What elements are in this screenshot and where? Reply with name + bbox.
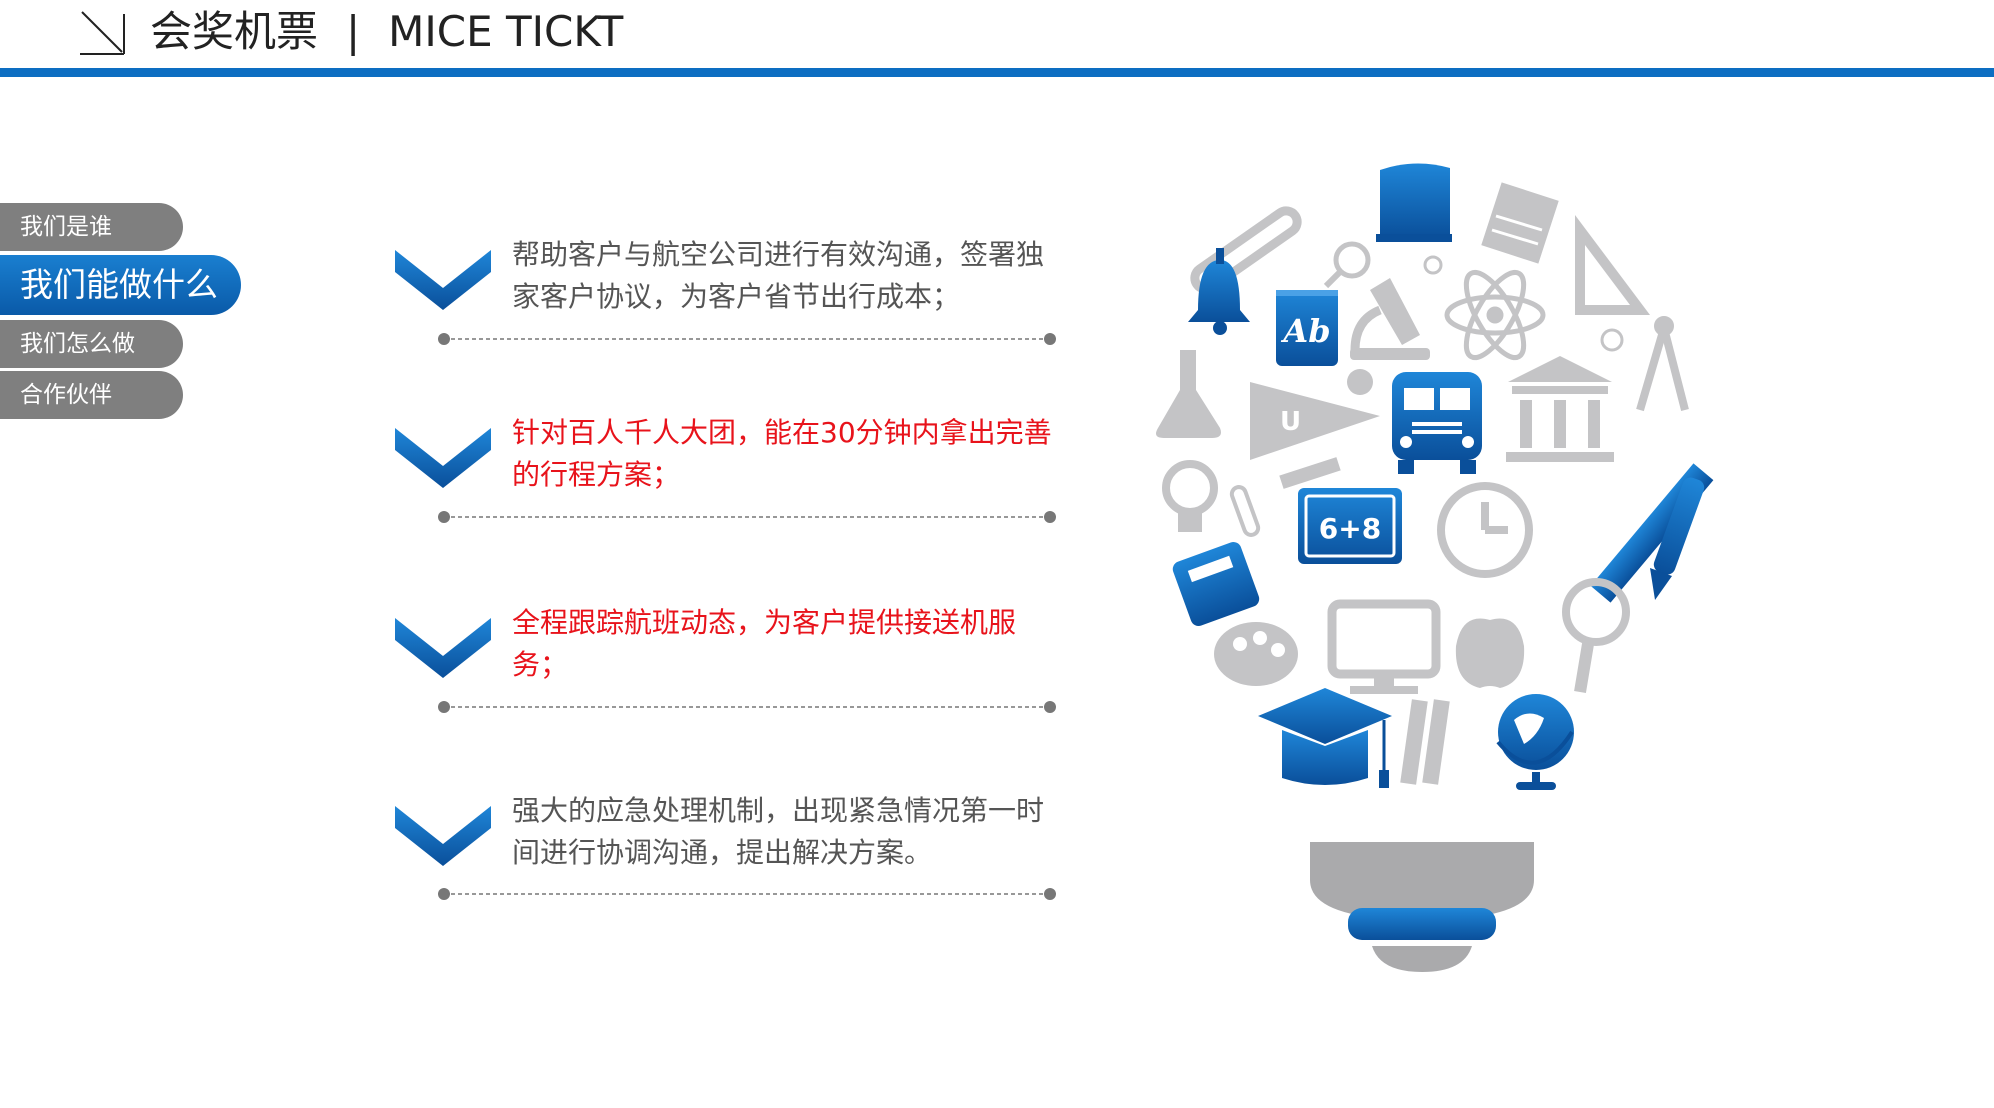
dotted-divider [438, 701, 1056, 713]
feature-text: 帮助客户与航空公司进行有效沟通，签署独家客户协议，为客户省节出行成本； [512, 238, 1045, 313]
flask-icon [1156, 350, 1221, 438]
blackboard-icon: 6+8 [1298, 488, 1402, 564]
compass-icon [1636, 316, 1689, 412]
monitor-icon [1327, 599, 1441, 694]
page-title: 会奖机票 | MICE TICKT [150, 4, 623, 60]
school-bus-icon [1392, 372, 1482, 474]
test-tube-icon [1190, 206, 1302, 294]
chevron-down-icon [395, 250, 491, 310]
microscope-icon [1350, 278, 1430, 360]
nav-item-partners[interactable]: 合作伙伴 [0, 371, 183, 419]
apple-large-icon [1455, 618, 1525, 688]
book-icon [1376, 163, 1452, 242]
lightbulb-illustration: Ab U [1156, 163, 1714, 972]
lightbulb-small-icon [1423, 255, 1624, 352]
pencils-icon [1400, 699, 1450, 785]
globe-icon [1496, 694, 1574, 790]
magnifier-icon [1323, 241, 1371, 289]
ab-book-icon: Ab [1276, 290, 1338, 366]
title-separator: | [346, 7, 361, 56]
bulb-base [1310, 842, 1534, 972]
nav-item-who-we-are[interactable]: 我们是谁 [0, 203, 183, 251]
clock-icon [1437, 482, 1533, 578]
feature-text: 全程跟踪航班动态，为客户提供接送机服务； [512, 606, 1017, 681]
pennant-icon: U [1250, 382, 1380, 460]
dotted-divider [438, 511, 1056, 523]
title-en: MICE TICKT [388, 7, 624, 56]
feature-text: 针对百人千人大团，能在30分钟内拿出完善的行程方案； [512, 416, 1052, 491]
triangle-ruler-icon [1575, 215, 1650, 315]
chevron-down-icon [395, 618, 491, 678]
dotted-divider [438, 888, 1056, 900]
feature-text: 强大的应急处理机制，出现紧急情况第一时间进行协调沟通，提出解决方案。 [512, 794, 1045, 869]
building-columns-icon [1506, 356, 1614, 462]
blackboard-label: 6+8 [1319, 512, 1381, 545]
nav-item-what-we-do[interactable]: 我们能做什么 [0, 255, 241, 315]
magnifier-large-icon [1562, 578, 1630, 693]
palette-icon [1214, 622, 1298, 686]
ab-book-label: Ab [1280, 312, 1330, 350]
header-accent-bar [0, 68, 1994, 77]
pennant-label: U [1280, 407, 1301, 437]
notepad-icon [1481, 182, 1559, 264]
nav-item-how-we-do[interactable]: 我们怎么做 [0, 320, 183, 368]
title-cn: 会奖机票 [150, 7, 319, 56]
bell-icon [1188, 248, 1250, 335]
apple-icon [1347, 369, 1373, 395]
test-tube-small-icon [1229, 485, 1261, 537]
atom-icon [1444, 269, 1546, 361]
chevron-down-icon [395, 428, 491, 488]
pen-icon [1650, 477, 1705, 600]
idea-lightbulb-icon [1162, 460, 1218, 532]
calculator-icon [1172, 541, 1260, 627]
pencil-icon [1279, 457, 1341, 489]
corner-arrow-icon [80, 11, 125, 55]
page-header: 会奖机票 | MICE TICKT [0, 0, 1994, 80]
chevron-down-icon [395, 806, 491, 866]
graduation-cap-icon [1258, 688, 1392, 788]
dotted-divider [438, 333, 1056, 345]
